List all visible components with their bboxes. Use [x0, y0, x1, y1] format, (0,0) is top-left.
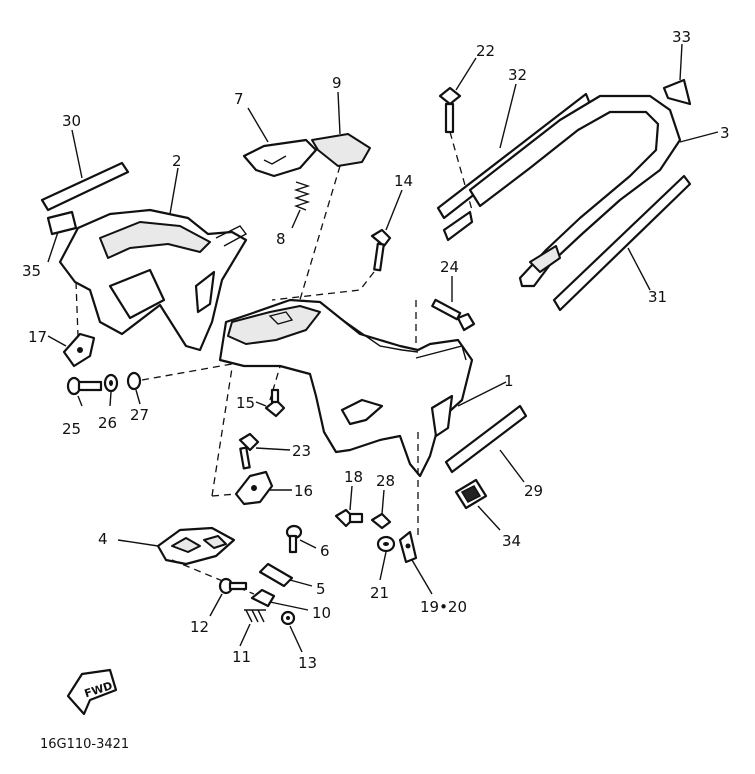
part-34-emblem: [454, 478, 501, 531]
part-6-screw: [285, 524, 317, 554]
label-part-8: 8: [276, 230, 286, 248]
part-19-20-bracket: [398, 530, 433, 595]
part-number-labels: 1 2 3 4 5 6 7 8 9 10 11 12 13 14 15 16 1…: [22, 28, 730, 672]
label-part-18: 18: [344, 468, 363, 486]
label-part-27: 27: [130, 406, 149, 424]
part-21-grommet: [376, 535, 396, 581]
diagram-code: 16G110-3421: [40, 737, 129, 752]
label-part-13: 13: [298, 654, 317, 672]
label-part-15: 15: [236, 394, 255, 412]
part-27-washer: [126, 363, 233, 405]
part-22-bolt: [438, 57, 477, 211]
label-part-16: 16: [294, 482, 313, 500]
part-1-tail-cover: [218, 298, 507, 540]
label-part-11: 11: [232, 648, 251, 666]
fwd-arrow-icon: FWD: [66, 668, 118, 716]
part-7-pad: [242, 107, 318, 178]
label-part-31: 31: [648, 288, 667, 306]
label-part-25: 25: [62, 420, 81, 438]
part-23-bolt: [238, 432, 291, 470]
part-12-bolt: [209, 577, 248, 617]
part-11-spring-clip: [239, 609, 266, 647]
label-part-32: 32: [508, 66, 527, 84]
label-part-26: 26: [98, 414, 117, 432]
part-4-plate: [117, 526, 255, 595]
label-part-29: 29: [524, 482, 543, 500]
label-part-9: 9: [332, 74, 342, 92]
part-8-spring: [291, 181, 311, 229]
part-16-bracket: [211, 367, 292, 506]
label-part-21: 21: [370, 584, 389, 602]
label-part-4: 4: [98, 530, 108, 548]
part-14-bolt: [271, 189, 403, 301]
part-9-cushion: [269, 91, 371, 401]
part-17-bracket: [47, 332, 96, 368]
part-26-washer: [103, 373, 119, 407]
part-29-strip: [444, 404, 528, 483]
part-18-bolt: [334, 485, 364, 528]
part-13-nut: [280, 610, 303, 653]
part-3-grab-rail: [468, 94, 719, 288]
part-35-emblem: [46, 210, 78, 263]
label-part-34: 34: [502, 532, 521, 550]
label-part-23: 23: [292, 442, 311, 460]
part-28-bolt: [370, 489, 392, 530]
label-part-33: 33: [672, 28, 691, 46]
label-part-3: 3: [720, 124, 730, 142]
label-part-10: 10: [312, 604, 331, 622]
label-part-6: 6: [320, 542, 330, 560]
label-part-2: 2: [172, 152, 182, 170]
label-part-14: 14: [394, 172, 413, 190]
label-part-17: 17: [28, 328, 47, 346]
part-31-strip: [552, 174, 692, 312]
part-15-bolt: [255, 388, 286, 418]
label-part-24: 24: [440, 258, 459, 276]
label-part-28: 28: [376, 472, 395, 490]
label-part-30: 30: [62, 112, 81, 130]
part-33-cap: [662, 43, 692, 106]
part-24-bolt: [431, 276, 476, 332]
label-part-5: 5: [316, 580, 326, 598]
label-part-22: 22: [476, 42, 495, 60]
label-part-12: 12: [190, 618, 209, 636]
part-30-strip: [40, 129, 130, 212]
label-part-35: 35: [22, 262, 41, 280]
part-10-clip: [250, 588, 309, 611]
label-part-1: 1: [504, 372, 514, 390]
part-5-plate: [258, 562, 313, 588]
label-part-7: 7: [234, 90, 244, 108]
part-2-side-cover: [58, 167, 248, 352]
part-25-bolt: [66, 376, 103, 407]
label-part-19-20: 19•20: [420, 598, 467, 616]
